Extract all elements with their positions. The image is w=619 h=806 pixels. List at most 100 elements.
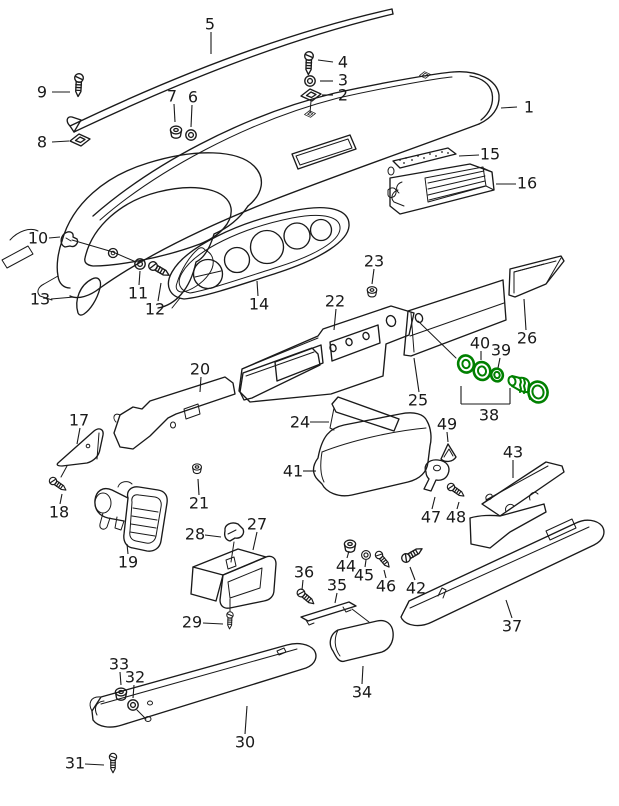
callout-number-32[interactable]: 32 [125,668,145,687]
callout-number-36[interactable]: 36 [294,563,314,582]
part-4-screw [303,50,315,76]
callout-leader-21 [197,478,200,496]
part-37-rail [400,518,605,627]
callout-number-8[interactable]: 8 [37,133,47,152]
callout-number-22[interactable]: 22 [325,292,345,311]
part-43-bracket [469,461,565,549]
callout-number-15[interactable]: 15 [480,145,500,164]
callout-number-2[interactable]: 2 [338,86,348,105]
part-38-39-40-lighter-assembly-highlighted[interactable] [456,354,550,405]
part-16-center-vent [389,163,495,215]
part-47-bracket [423,459,450,492]
callout-number-23[interactable]: 23 [364,252,384,271]
callout-number-19[interactable]: 19 [118,553,138,572]
callout-number-11[interactable]: 11 [128,284,148,303]
callout-leader-27 [252,531,258,551]
callout-number-18[interactable]: 18 [49,503,69,522]
callout-leader-45 [364,559,367,568]
callout-number-10[interactable]: 10 [28,229,48,248]
callout-leader-25 [413,357,420,393]
callout-leader-17 [76,427,81,445]
callout-number-25[interactable]: 25 [408,391,428,410]
callout-number-27[interactable]: 27 [247,515,267,534]
callout-number-43[interactable]: 43 [503,443,523,462]
callout-leader-47 [431,496,436,510]
callout-number-34[interactable]: 34 [352,683,372,702]
callout-number-24[interactable]: 24 [290,413,310,432]
part-12-screw [146,259,172,280]
connection-lines [60,100,457,720]
callout-number-33[interactable]: 33 [109,655,129,674]
callout-leader-11 [138,270,141,286]
callout-leader-37 [505,599,513,619]
part-38-lighter-knob[interactable] [507,375,550,405]
part-10-clip [60,231,79,248]
part-35-rail [300,601,357,626]
callout-number-42[interactable]: 42 [406,579,426,598]
part-shapes [1,8,605,774]
callout-leader-13 [50,296,75,300]
part-7-nut [169,125,183,139]
part-27-ashtray [190,548,277,609]
callout-leader-28 [204,534,222,538]
callout-number-5[interactable]: 5 [205,15,215,34]
callout-number-3[interactable]: 3 [338,71,348,90]
callout-number-26[interactable]: 26 [517,329,537,348]
callout-number-35[interactable]: 35 [327,576,347,595]
callout-number-4[interactable]: 4 [338,53,348,72]
callout-number-46[interactable]: 46 [376,577,396,596]
callout-number-16[interactable]: 16 [517,174,537,193]
callout-number-9[interactable]: 9 [37,83,47,102]
callout-leader-39 [497,357,501,369]
callout-number-7[interactable]: 7 [167,87,177,106]
part-21-grommet [191,463,203,475]
part-13-cover [76,277,102,316]
part-41-storage-box [312,412,432,497]
callout-number-6[interactable]: 6 [188,88,198,107]
callout-number-47[interactable]: 47 [421,508,441,527]
callout-number-37[interactable]: 37 [502,617,522,636]
callout-number-38[interactable]: 38 [479,406,499,425]
callout-number-49[interactable]: 49 [437,415,457,434]
part-1-dashboard [1,71,500,309]
callout-number-44[interactable]: 44 [336,557,356,576]
callout-number-48[interactable]: 48 [446,508,466,527]
callout-number-40[interactable]: 40 [470,334,490,353]
part-6-washer [185,129,197,141]
part-32-washer [127,699,139,711]
callout-number-21[interactable]: 21 [189,494,209,513]
part-42-screw [399,544,425,565]
callout-number-12[interactable]: 12 [145,300,165,319]
callout-number-1[interactable]: 1 [524,98,534,117]
callout-number-45[interactable]: 45 [354,566,374,585]
callout-number-31[interactable]: 31 [65,754,85,773]
callout-leader-22 [333,308,337,331]
callout-leader-20 [199,376,202,393]
callout-leader-31 [84,763,105,766]
callout-number-28[interactable]: 28 [185,525,205,544]
part-18-screw [47,475,69,494]
callout-number-20[interactable]: 20 [190,360,210,379]
callout-number-30[interactable]: 30 [235,733,255,752]
callout-number-13[interactable]: 13 [30,290,50,309]
callout-number-14[interactable]: 14 [249,295,269,314]
callout-leader-8 [51,140,70,143]
part-39-ring[interactable] [489,367,505,383]
callout-number-29[interactable]: 29 [182,613,202,632]
part-8-clip [69,133,91,147]
callout-leader-33 [119,671,122,686]
part-5-windshield-trim-strip [66,8,394,133]
callout-number-39[interactable]: 39 [491,341,511,360]
callout-leader-32 [132,684,135,699]
part-34-pad [329,619,394,663]
callout-leader-48 [456,501,460,510]
callout-leader-4 [317,59,334,63]
callout-leader-15 [458,154,480,157]
callout-number-17[interactable]: 17 [69,411,89,430]
part-46-screw [373,549,393,570]
callout-number-41[interactable]: 41 [283,462,303,481]
callout-leader-14 [256,280,259,297]
callout-leader-34 [361,665,364,685]
part-40-ring[interactable] [456,354,492,382]
